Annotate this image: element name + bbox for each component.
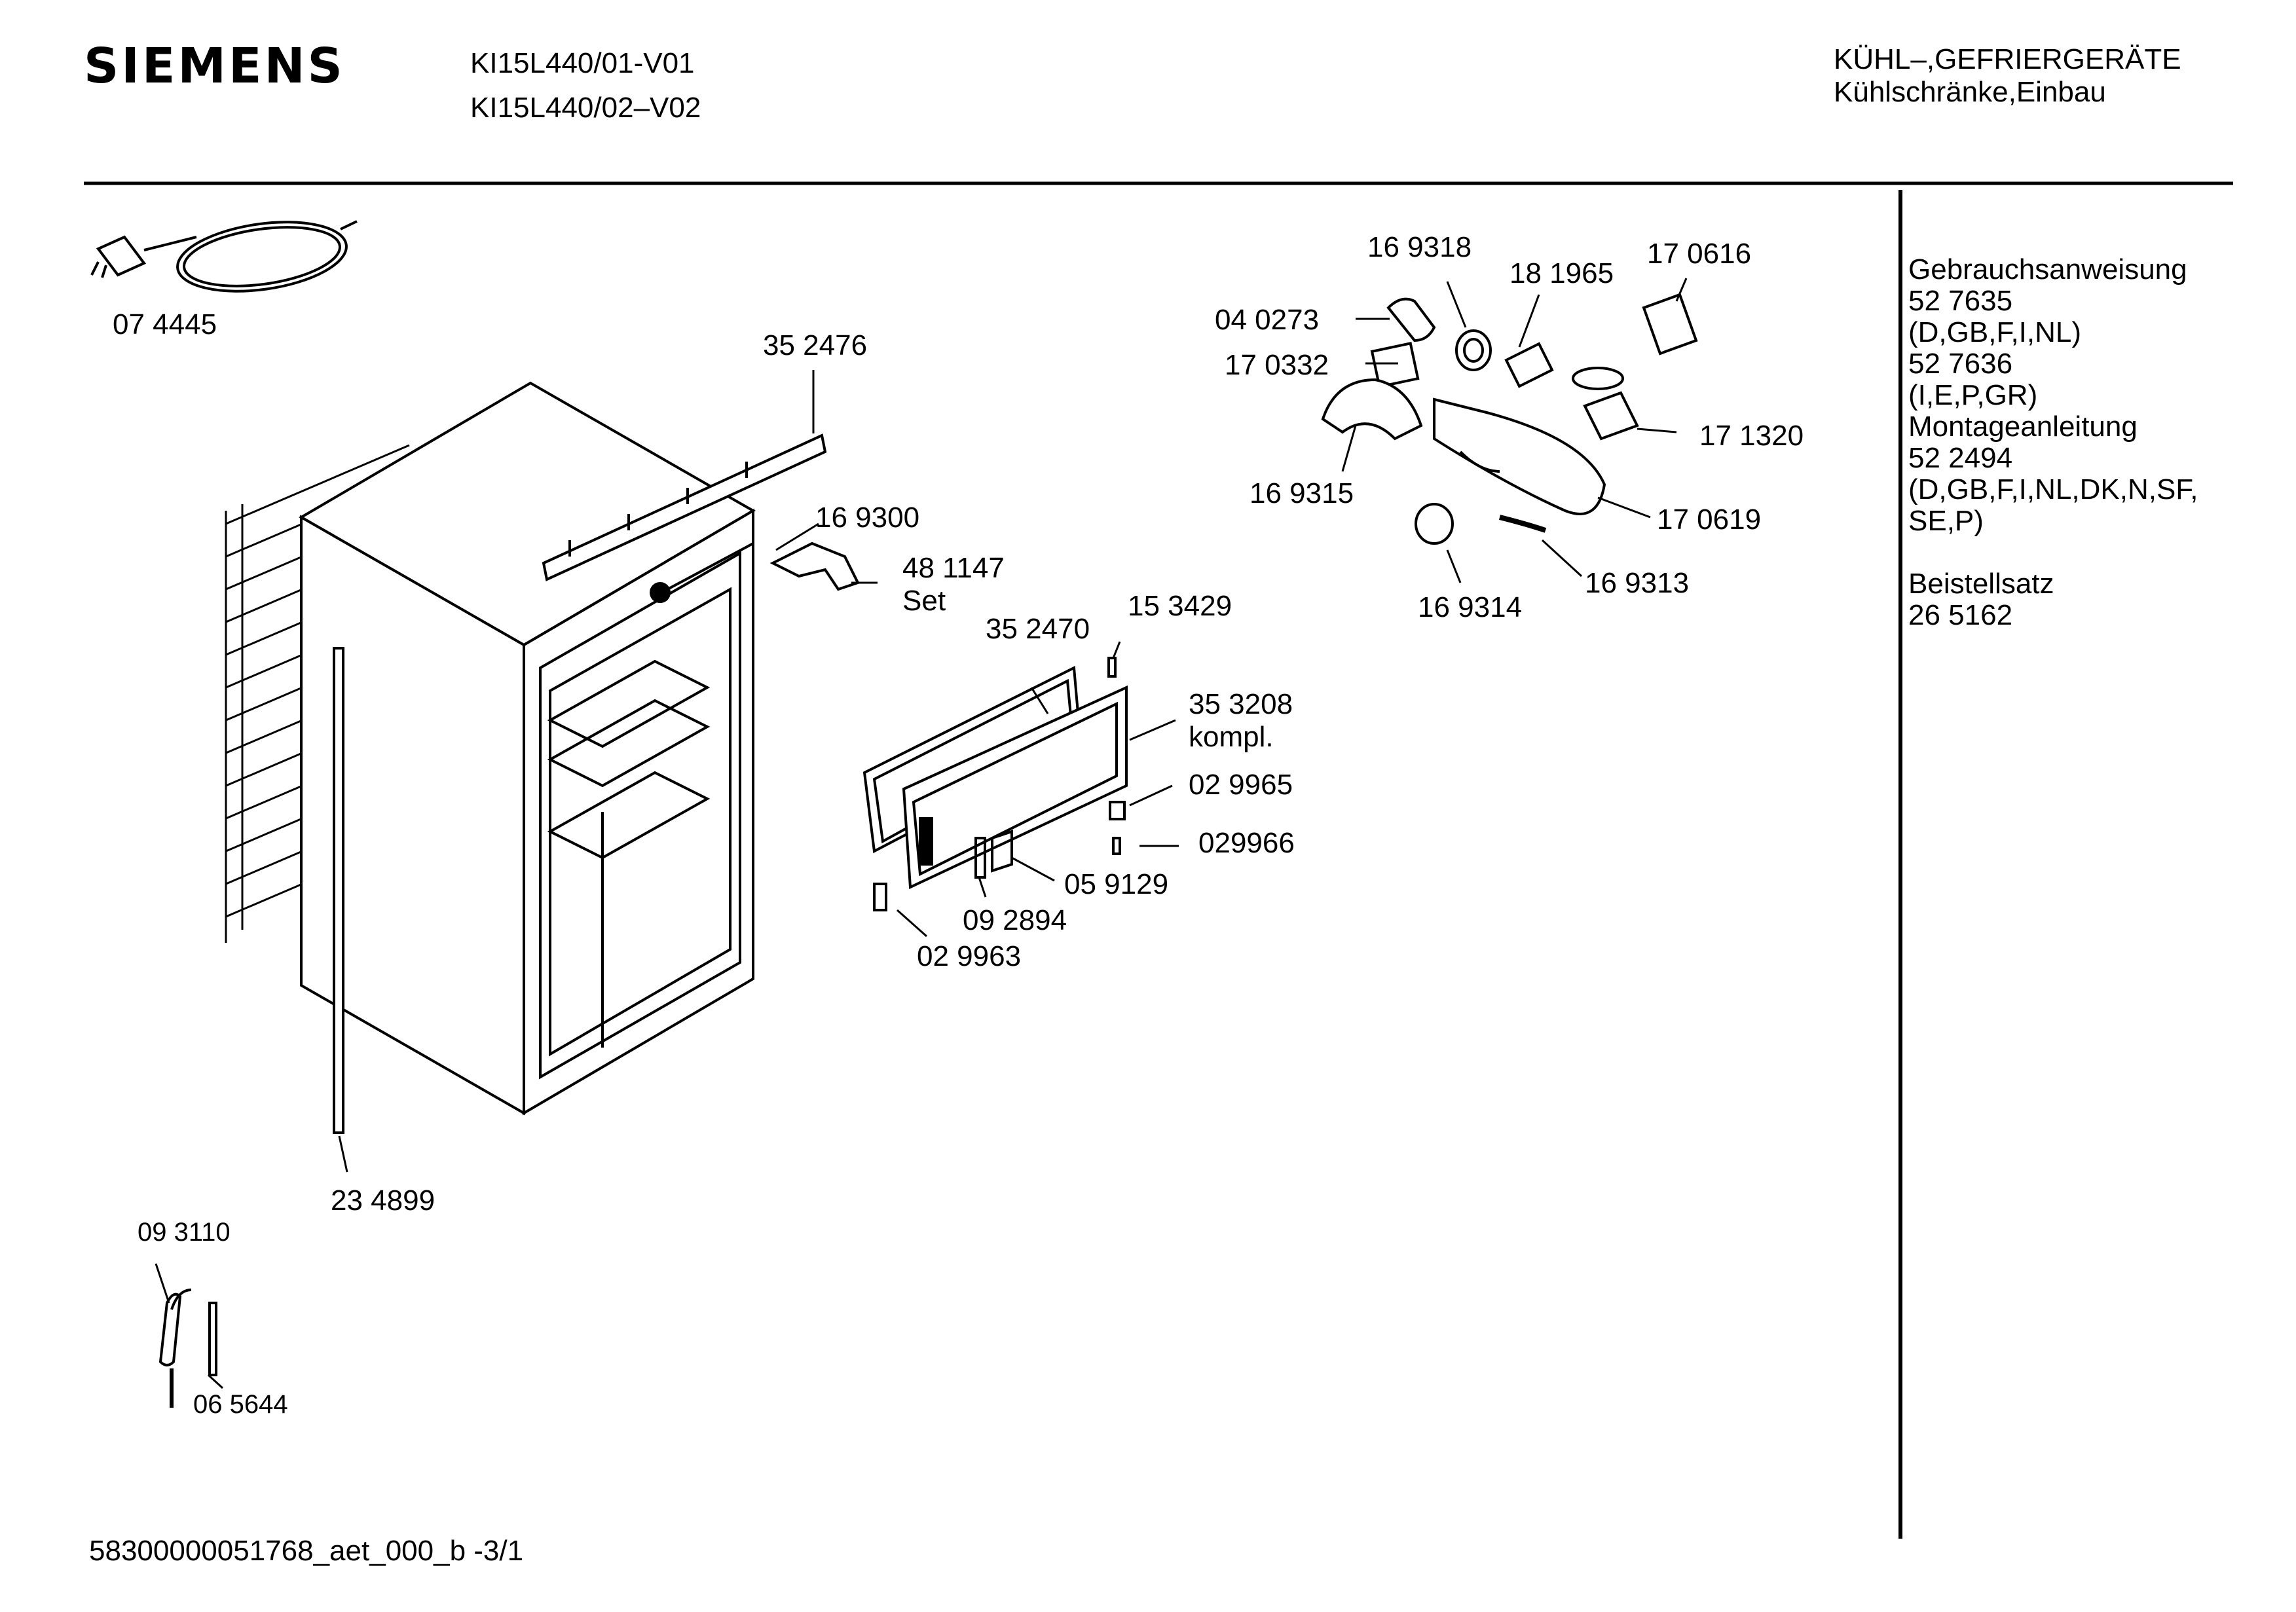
document-id: 58300000051768_aet_000_b -3/1 <box>89 1535 524 1567</box>
part-label: 48 1147 <box>902 552 1005 584</box>
part-label: 35 3208 <box>1189 688 1293 720</box>
doc-line: 52 2494 <box>1908 442 2013 474</box>
part-label: 06 5644 <box>193 1390 288 1419</box>
part-label: 02 9965 <box>1189 769 1293 801</box>
part-label: Set <box>902 585 946 617</box>
thermostat-light-assembly-drawing <box>1321 293 1698 545</box>
doc-line: Gebrauchsanweisung <box>1908 253 2187 285</box>
part-label: 17 0332 <box>1225 349 1329 381</box>
freezer-door-drawing <box>862 657 1128 911</box>
part-labels: 07 4445 35 2476 16 9300 48 1147 Set 35 2… <box>113 231 1804 1419</box>
part-label: 16 9314 <box>1418 591 1522 623</box>
part-label: 15 3429 <box>1128 590 1232 622</box>
doc-line: 26 5162 <box>1908 599 2013 631</box>
model-number-2: KI15L440/02–V02 <box>470 92 701 124</box>
part-label: 23 4899 <box>331 1184 435 1217</box>
doc-line: 52 7636 <box>1908 348 2013 380</box>
part-label: 17 0619 <box>1657 504 1761 536</box>
part-label: 04 0273 <box>1215 304 1319 336</box>
part-label: 09 3110 <box>138 1218 231 1247</box>
part-label: 02 9963 <box>917 940 1021 972</box>
doc-line: Montageanleitung <box>1908 411 2138 443</box>
category-subtitle: Kühlschränke,Einbau <box>1834 76 2106 108</box>
part-label: 07 4445 <box>113 308 217 340</box>
part-label: 09 2894 <box>963 904 1067 936</box>
category-title: KÜHL–,GEFRIERGERÄTE <box>1834 43 2181 75</box>
part-label: kompl. <box>1189 721 1274 753</box>
part-label: 35 2470 <box>986 613 1090 645</box>
power-cord-drawing <box>90 220 358 293</box>
part-label: 16 9315 <box>1250 477 1354 509</box>
doc-line: 52 7635 <box>1908 285 2013 317</box>
doc-line: SE,P) <box>1908 505 1984 537</box>
fridge-cabinet-drawing <box>225 381 827 1134</box>
part-label: 35 2476 <box>763 329 867 361</box>
thermostat-bracket-drawing <box>661 541 860 594</box>
part-label: 17 0616 <box>1647 238 1751 270</box>
part-label: 18 1965 <box>1509 257 1614 289</box>
leader-lines <box>155 278 1688 1389</box>
brand-logo: SIEMENS <box>84 38 345 94</box>
sensor-drawing <box>158 1289 217 1408</box>
doc-line: (D,GB,F,I,NL,DK,N,SF, <box>1908 473 2198 505</box>
part-label: 17 1320 <box>1699 420 1804 452</box>
part-label: 16 9318 <box>1367 231 1472 263</box>
part-label: 029966 <box>1198 827 1295 859</box>
documentation-list: Gebrauchsanweisung 52 7635 (D,GB,F,I,NL)… <box>1908 254 2198 631</box>
doc-line: (I,E,P,GR) <box>1908 379 2038 411</box>
doc-line: (D,GB,F,I,NL) <box>1908 316 2082 348</box>
model-number-1: KI15L440/01-V01 <box>470 47 695 79</box>
doc-line: Beistellsatz <box>1908 568 2054 600</box>
part-label: 05 9129 <box>1064 868 1168 900</box>
part-label: 16 9300 <box>815 502 919 534</box>
part-label: 16 9313 <box>1585 567 1689 599</box>
